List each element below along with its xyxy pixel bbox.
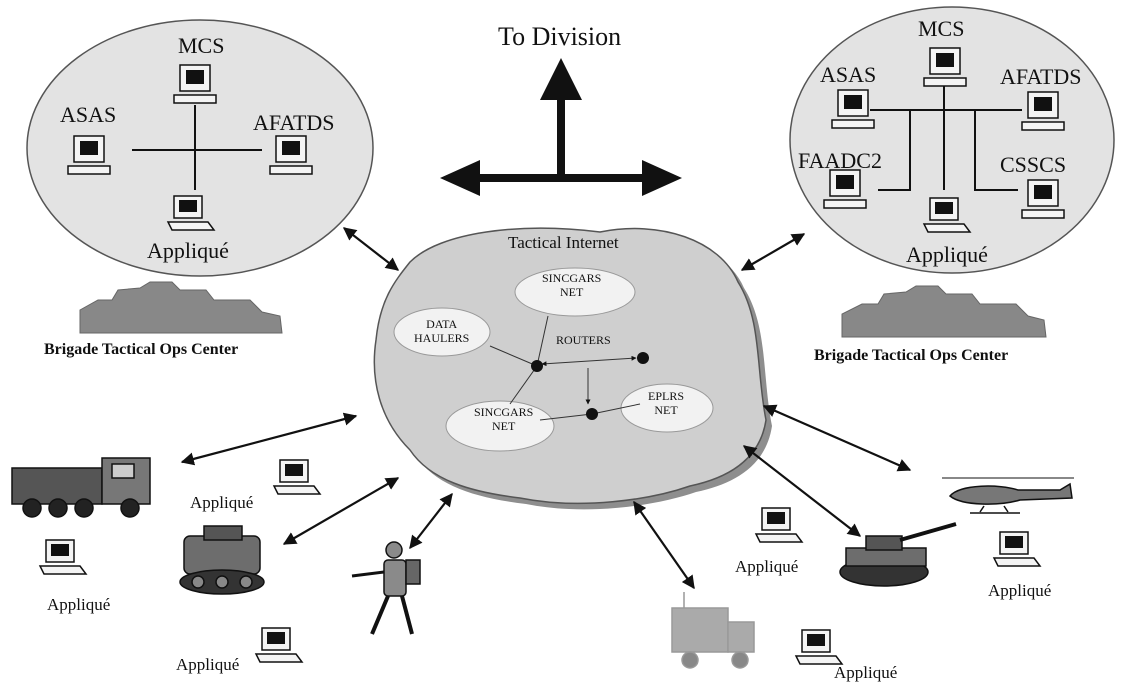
helicopter-applique-laptop-icon [993, 531, 1041, 567]
right-building-label: Brigade Tactical Ops Center [814, 347, 1009, 364]
truck-applique-laptop-2-icon [39, 539, 87, 575]
left-asas-terminal-icon [67, 135, 111, 175]
right-csscs-terminal-icon [1021, 179, 1065, 219]
helicopter-applique-label: Appliqué [988, 581, 1052, 600]
left-afatds-label: AFATDS [253, 110, 335, 135]
helicopter-icon [942, 477, 1074, 514]
tank-applique-label: Appliqué [735, 557, 799, 576]
right-brigade-links [870, 85, 1022, 191]
vehicle-icon [671, 592, 755, 669]
truck-icon [11, 457, 151, 518]
right-faadc2-terminal-icon [823, 169, 867, 209]
right-brigade-area [789, 6, 1115, 274]
right-afatds-label: AFATDS [1000, 64, 1082, 89]
soldier-applique-label: Appliqué [176, 655, 240, 674]
left-building-icon [79, 281, 283, 334]
vehicle-applique-label: Appliqué [834, 663, 898, 682]
left-brigade-links [132, 105, 262, 190]
right-faadc2-label: FAADC2 [798, 148, 882, 173]
sincgars-top-blob [514, 267, 636, 317]
left-afatds-terminal-icon [269, 135, 313, 175]
right-mcs-terminal-icon [923, 47, 967, 87]
tank-icon [839, 522, 957, 587]
routers-label: ROUTERS [556, 333, 611, 347]
right-asas-terminal-icon [831, 89, 875, 129]
cloud-title: Tactical Internet [508, 233, 619, 252]
vehicle-applique-laptop-icon [795, 629, 843, 665]
to-division-label: To Division [498, 22, 622, 51]
left-asas-label: ASAS [60, 102, 117, 127]
left-applique-label: Appliqué [147, 238, 229, 263]
left-mcs-label: MCS [178, 33, 225, 58]
right-applique-label: Appliqué [906, 242, 988, 267]
router-node-3 [586, 408, 598, 420]
right-building-icon [841, 285, 1047, 338]
apc-applique-label: Appliqué [190, 493, 254, 512]
truck-applique-label: Appliqué [47, 595, 111, 614]
right-asas-label: ASAS [820, 62, 877, 87]
sincgars-bottom-blob [445, 400, 555, 452]
truck-applique-laptop-icon [273, 459, 321, 495]
left-brigade-area [26, 19, 374, 277]
data-haulers-blob [393, 307, 491, 357]
left-mcs-terminal-icon [173, 64, 217, 104]
tank-applique-laptop-icon [755, 507, 803, 543]
router-node-2 [637, 352, 649, 364]
to-division-arrows [440, 58, 682, 196]
router-node-1 [531, 360, 543, 372]
right-csscs-label: CSSCS [1000, 152, 1067, 177]
connection-arrows [180, 227, 912, 590]
left-building-label: Brigade Tactical Ops Center [44, 341, 239, 358]
right-afatds-terminal-icon [1021, 91, 1065, 131]
soldier-applique-laptop-icon [255, 627, 303, 663]
apc-icon [179, 525, 265, 595]
right-mcs-label: MCS [918, 16, 965, 41]
soldier-icon [351, 541, 421, 635]
router-links [489, 315, 641, 421]
